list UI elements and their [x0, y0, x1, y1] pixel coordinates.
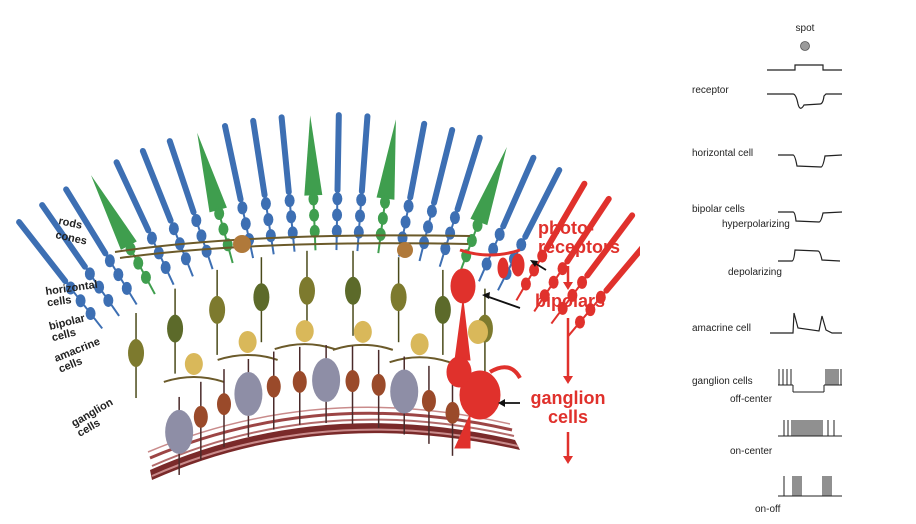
rod-cell [478, 154, 537, 282]
cone-cell [304, 115, 323, 251]
label-horizontal-cell: horizontal cell [692, 148, 753, 159]
highlighted-receptor [567, 245, 640, 338]
rod-cell [331, 112, 343, 251]
label-amacrine-cell: amacrine cell [692, 323, 751, 334]
retina-diagram: rods cones horizontalcells bipolarcells … [16, 112, 640, 480]
ganglion-cell [193, 405, 208, 428]
highlighted-receptor [515, 180, 588, 301]
receptor-trace [767, 93, 842, 109]
rod-cell [139, 147, 194, 277]
photoreceptor-layer [16, 112, 640, 338]
ganglion-cell [292, 370, 307, 393]
amacrine-cell [295, 320, 314, 343]
label-bipolars: bipolars [535, 291, 605, 311]
label-spot: spot [796, 23, 815, 34]
ganglion-cell [445, 401, 460, 424]
horizontal-cell-body [397, 242, 413, 258]
spot-stimulus-icon [800, 41, 810, 51]
rod-cell [438, 134, 483, 267]
label-horizontal-cells: horizontalcells [45, 279, 100, 310]
ganglion-cell [371, 373, 386, 396]
amacrine-cell-trace [770, 312, 842, 334]
highlighted-pathway [446, 248, 525, 449]
ganglion-cell [216, 393, 231, 416]
ganglion-cell [266, 375, 281, 398]
pathway-arrows [563, 266, 573, 464]
bipolar-cell [167, 314, 184, 343]
label-hyperpolarizing: hyperpolarizing [722, 219, 790, 230]
depolarizing-bipolar-trace [778, 249, 841, 262]
rod-cell [353, 113, 371, 252]
rod-cell [250, 117, 276, 255]
label-receptor: receptor [692, 85, 729, 96]
rod-cell [166, 138, 214, 270]
cone-cell [197, 132, 234, 264]
hyperpolarizing-bipolar-trace [778, 211, 843, 223]
bipolar-cell [345, 276, 362, 305]
bipolar-cell [434, 295, 451, 324]
rod-cell [63, 186, 138, 306]
ganglion-cell [312, 358, 341, 403]
label-bipolar-cells: bipolar cells [692, 204, 745, 215]
off-center-ganglion-trace [778, 369, 842, 393]
bipolar-cell [209, 295, 226, 324]
pointer-arrows [482, 260, 547, 407]
inner-retina-layers [128, 250, 493, 475]
ganglion-cell [234, 371, 263, 416]
label-off-center: off-center [730, 394, 773, 405]
cone-cell [375, 119, 396, 254]
bipolar-cell [128, 339, 145, 368]
label-photoreceptors: photo-receptors [538, 218, 620, 257]
rod-cell [418, 127, 456, 262]
horizontal-cell-trace [778, 154, 843, 168]
rod-cell [278, 114, 298, 252]
amacrine-cell [410, 333, 429, 356]
amacrine-cell [238, 330, 257, 353]
horizontal-cell-network [114, 234, 471, 259]
rod-cell [113, 159, 175, 286]
rod-cell [397, 120, 428, 257]
stimulus-trace [767, 64, 842, 71]
cone-cell [458, 146, 507, 274]
label-ganglion-cells: ganglion cells [692, 376, 753, 387]
on-off-ganglion-trace [778, 476, 842, 497]
amacrine-cell-body [468, 320, 488, 344]
on-center-ganglion-trace [778, 420, 842, 437]
bipolar-cell [298, 276, 315, 305]
label-on-center: on-center [730, 446, 773, 457]
horizontal-cell-body [233, 235, 251, 253]
ganglion-cell [421, 389, 436, 412]
response-traces: spot receptor horizontal cell bipolar ce… [692, 23, 843, 515]
amacrine-cell [353, 320, 372, 343]
label-ganglion-cells: ganglioncells [70, 396, 122, 439]
highlighted-receptor [533, 195, 612, 313]
rod-cell [39, 202, 120, 317]
ganglion-cell [390, 369, 419, 414]
rod-cell [16, 219, 103, 330]
bipolar-cell [253, 283, 270, 312]
bipolar-cell [390, 283, 407, 312]
highlighted-receptor [550, 212, 636, 325]
ganglion-cell [165, 409, 194, 454]
label-rods: rods [57, 215, 83, 232]
amacrine-cell [184, 352, 203, 375]
label-depolarizing: depolarizing [728, 267, 782, 278]
label-on-off: on-off [755, 504, 781, 515]
ganglion-cell [345, 370, 360, 393]
label-bipolar-cells: bipolarcells [48, 312, 90, 344]
